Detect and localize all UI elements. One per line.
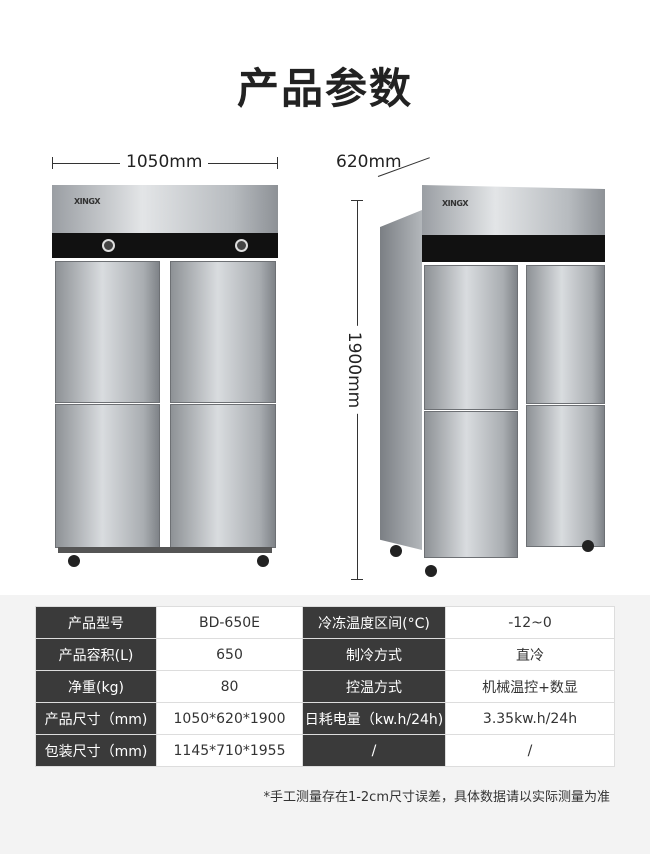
spec-key: 日耗电量（kw.h/24h) bbox=[303, 703, 445, 734]
spec-key: / bbox=[303, 735, 445, 766]
spec-value: 机械温控+数显 bbox=[446, 671, 614, 702]
door bbox=[526, 405, 605, 547]
spec-value: 80 bbox=[157, 671, 302, 702]
door bbox=[170, 404, 276, 548]
measurement-note: *手工测量存在1-2cm尺寸误差，具体数据请以实际测量为准 bbox=[263, 790, 610, 805]
spec-value: / bbox=[446, 735, 614, 766]
caster-wheel bbox=[257, 555, 269, 567]
fridge-front-view: XINGX bbox=[52, 185, 278, 570]
spec-value: BD-650E bbox=[157, 607, 302, 638]
caster-wheel bbox=[425, 565, 437, 577]
dimension-tick bbox=[277, 157, 278, 169]
door bbox=[526, 265, 605, 404]
thermostat-knob bbox=[102, 239, 115, 252]
caster-wheel bbox=[390, 545, 402, 557]
spec-value: 1050*620*1900 bbox=[157, 703, 302, 734]
door bbox=[424, 265, 518, 410]
brand-logo: XINGX bbox=[74, 197, 101, 206]
spec-key: 控温方式 bbox=[303, 671, 445, 702]
fridge-angled-view: XINGX bbox=[380, 185, 610, 585]
door bbox=[55, 261, 160, 403]
spec-key: 制冷方式 bbox=[303, 639, 445, 670]
spec-value: 3.35kw.h/24h bbox=[446, 703, 614, 734]
spec-key: 净重(kg) bbox=[36, 671, 156, 702]
caster-wheel bbox=[582, 540, 594, 552]
caster-wheel bbox=[68, 555, 80, 567]
door bbox=[55, 404, 160, 548]
thermostat-knob bbox=[235, 239, 248, 252]
dimension-tick bbox=[351, 200, 363, 201]
spec-key: 包装尺寸（mm) bbox=[36, 735, 156, 766]
door bbox=[424, 411, 518, 558]
height-label: 1900mm bbox=[344, 325, 365, 415]
width-label: 1050mm bbox=[120, 152, 209, 172]
spec-key: 产品尺寸（mm) bbox=[36, 703, 156, 734]
depth-label: 620mm bbox=[336, 152, 402, 172]
table-row: 包装尺寸（mm)1145*710*1955// bbox=[36, 735, 614, 766]
spec-key: 冷冻温度区间(°C) bbox=[303, 607, 445, 638]
spec-value: 650 bbox=[157, 639, 302, 670]
spec-value: 直冷 bbox=[446, 639, 614, 670]
spec-key: 产品容积(L) bbox=[36, 639, 156, 670]
dimension-tick bbox=[351, 579, 363, 580]
door bbox=[170, 261, 276, 403]
dimension-tick bbox=[52, 157, 53, 169]
brand-logo: XINGX bbox=[442, 199, 469, 208]
spec-value: -12~0 bbox=[446, 607, 614, 638]
page-title: 产品参数 bbox=[236, 64, 413, 113]
spec-value: 1145*710*1955 bbox=[157, 735, 302, 766]
spec-key: 产品型号 bbox=[36, 607, 156, 638]
